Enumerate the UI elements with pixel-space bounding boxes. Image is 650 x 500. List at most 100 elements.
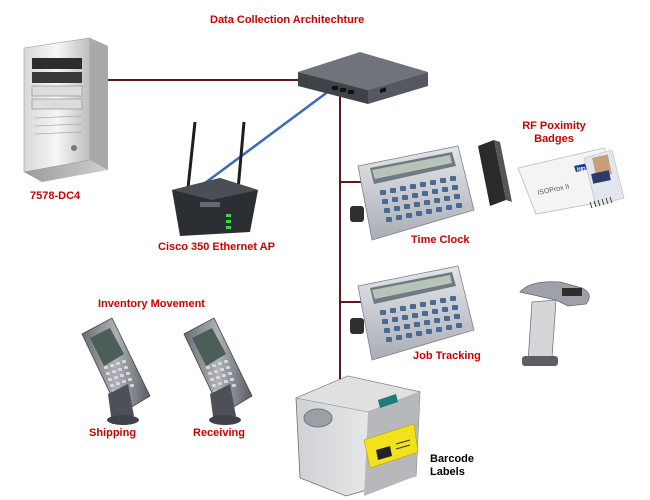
keypad-key <box>400 306 406 311</box>
keypad-key <box>394 326 400 331</box>
access-point-label: Cisco 350 Ethernet AP <box>158 241 275 253</box>
keypad-key <box>230 378 234 381</box>
keypad-key <box>404 204 410 209</box>
barcode-labels-line1: Barcode <box>430 453 475 465</box>
keypad-key <box>424 320 430 325</box>
keypad-key <box>440 298 446 303</box>
barcode-labels-line2: Labels <box>430 466 465 478</box>
connection-lines <box>108 79 362 392</box>
keypad-key <box>444 316 450 321</box>
keypad-key <box>212 364 216 367</box>
keypad-key <box>432 309 438 314</box>
keypad-key <box>212 384 216 387</box>
wireless-ap-icon <box>172 121 258 236</box>
keypad-key <box>224 380 228 383</box>
keypad-key <box>380 190 386 195</box>
time-clock-terminal-icon <box>350 145 475 241</box>
receiving-label: Receiving <box>193 427 245 439</box>
keypad-key <box>122 380 126 383</box>
keypad-key <box>432 189 438 194</box>
keypad-key <box>110 364 114 367</box>
rf-badges-label-line2: Badges <box>534 133 574 145</box>
keypad-key <box>442 307 448 312</box>
keypad-key <box>444 196 450 201</box>
keypad-key <box>404 324 410 329</box>
keypad-key <box>446 205 452 210</box>
keypad-key <box>450 176 456 181</box>
keypad-key <box>414 322 420 327</box>
keypad-key <box>412 193 418 198</box>
keypad-key <box>434 318 440 323</box>
rf-badges-label: RF Poximity Badges <box>514 120 594 146</box>
keypad-key <box>426 329 432 334</box>
keypad-key <box>218 382 222 385</box>
keypad-key <box>412 313 418 318</box>
keypad-key <box>128 378 132 381</box>
keypad-key <box>430 300 436 305</box>
keypad-key <box>390 308 396 313</box>
shipping-label: Shipping <box>89 427 137 439</box>
keypad-key <box>114 376 118 379</box>
keypad-key <box>232 384 236 387</box>
keypad-key <box>216 376 220 379</box>
keypad-key <box>452 305 458 310</box>
keypad-key <box>420 182 426 187</box>
keypad-key <box>224 360 228 363</box>
keypad-key <box>116 382 120 385</box>
keypad-key <box>434 198 440 203</box>
keypad-key <box>436 207 442 212</box>
keypad-key <box>380 310 386 315</box>
keypad-key <box>406 213 412 218</box>
keypad-key <box>414 202 420 207</box>
keypad-key <box>416 211 422 216</box>
label-printer-icon <box>294 375 422 497</box>
keypad-key <box>442 187 448 192</box>
server-label: 7578-DC4 <box>30 190 81 202</box>
keypad-key <box>392 317 398 322</box>
keypad-key <box>222 374 226 377</box>
keypad-key <box>384 328 390 333</box>
keypad-key <box>208 372 212 375</box>
keypad-key <box>120 374 124 377</box>
keypad-key <box>384 208 390 213</box>
barcode-labels-label: Barcode Labels <box>430 453 474 479</box>
keypad-key <box>456 323 462 328</box>
keypad-key <box>382 199 388 204</box>
keypad-key <box>382 319 388 324</box>
keypad-key <box>206 366 210 369</box>
keypad-key <box>394 206 400 211</box>
keypad-key <box>218 362 222 365</box>
keypad-key <box>126 372 130 375</box>
badge-brand: HID <box>577 167 586 173</box>
server-tower-icon <box>23 37 108 182</box>
keypad-key <box>410 184 416 189</box>
inventory-movement-label: Inventory Movement <box>98 298 205 310</box>
time-clock-label: Time Clock <box>411 234 470 246</box>
keypad-key <box>406 333 412 338</box>
keypad-key <box>220 368 224 371</box>
keypad-key <box>112 370 116 373</box>
keypad-key <box>446 325 452 330</box>
keypad-key <box>116 362 120 365</box>
keypad-key <box>410 304 416 309</box>
keypad-key <box>226 366 230 369</box>
barcode-strip <box>589 196 613 209</box>
keypad-key <box>422 191 428 196</box>
keypad-key <box>454 194 460 199</box>
keypad-key <box>110 384 114 387</box>
keypad-key <box>118 368 122 371</box>
network-switch-icon <box>298 52 428 104</box>
keypad-key <box>228 372 232 375</box>
rf-badges-label-line1: RF Poximity <box>522 120 586 132</box>
keypad-key <box>450 296 456 301</box>
handheld-terminal-icon <box>183 317 253 425</box>
keypad-key <box>124 366 128 369</box>
keypad-key <box>122 360 126 363</box>
keypad-key <box>396 215 402 220</box>
keypad-key <box>386 337 392 342</box>
keypad-key <box>386 217 392 222</box>
barcode-scanner-icon <box>519 281 590 366</box>
keypad-key <box>416 331 422 336</box>
keypad-key <box>106 372 110 375</box>
keypad-key <box>422 311 428 316</box>
